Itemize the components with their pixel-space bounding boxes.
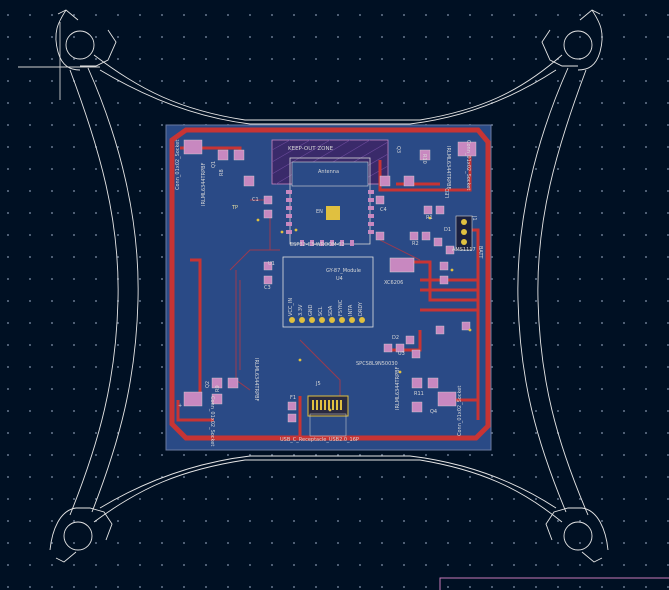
ref-r1: R1 [426,215,433,221]
plus-mark-bl: + [178,403,183,409]
esp-module-label: ESP32-C3-WROOM-02 [290,242,345,248]
ref-led: LED [445,188,451,198]
ref-q4: Q4 [430,409,438,415]
conn-label-br: Conn_01x02_Socket [457,385,463,436]
diode-label: SPCS8L9N50030 [356,361,398,367]
gy-pin-label: FSYNC [338,299,344,316]
ref-r8: R8 [219,169,225,176]
keepout-label: KEEP-OUT ZONE [288,146,334,152]
ref-r2: R2 [412,241,419,247]
ref-r10: R10 [421,154,427,164]
ref-f1: F1 [290,395,297,401]
ref-r9: R9 [215,385,221,392]
gy-pin-label: INTA [348,304,354,316]
conn-label-bl: Conn_01x02_Socket [209,396,215,447]
antenna-label: Antenna [318,169,340,175]
gy-pin-label: DRDY [358,302,364,316]
mosfet-tr-label: IRLML6344TRPBF [445,146,451,190]
ref-u3: U3 [398,351,405,357]
ref-c1: C1 [252,197,259,203]
en-label: EN [316,209,323,215]
ref-q3: Q3 [395,146,401,154]
mosfet-tl-label: IRLML6344TRPBF [201,162,207,206]
gy-pin-label: VCC_IN [288,297,294,316]
ref-j1: J1 [471,216,477,221]
mosfet-br-label: IRLML6344TRPBF [395,366,401,410]
gy87-ref: U4 [336,276,343,282]
ref-tp: TP [232,205,239,211]
gy-pin-label: SDA [328,305,334,316]
conn-label-tr: Conn_01x02_Socket [465,140,471,191]
ref-q2: Q2 [205,380,211,388]
conn-label-tl: Conn_01x02_Socket [175,139,181,190]
ref-c4: C4 [380,207,387,213]
ref-u1: U1 [268,261,275,267]
ref-j5: J5 [316,381,321,387]
gy-pin-label: GND [308,304,314,316]
gy87-module-label: GY-87_Module [326,268,361,274]
gy-pin-label: 3.3V [298,304,304,316]
ref-d1: D1 [444,227,452,233]
ref-r11: R11 [414,391,424,397]
ref-c3: C3 [264,285,271,291]
gy-pin-label: SCL [318,306,324,316]
mosfet-bl-label: IRLML6344TRPBF [253,358,259,402]
ldo-label: AMS1117 [452,247,476,253]
regulator-label: XC6206 [384,280,404,286]
bat-label: BATT [477,246,483,259]
usb-label: USB_C_Receptacle_USB2.0_16P [280,437,359,443]
ref-q1: Q1 [211,160,217,168]
ref-d2: D2 [392,335,400,341]
